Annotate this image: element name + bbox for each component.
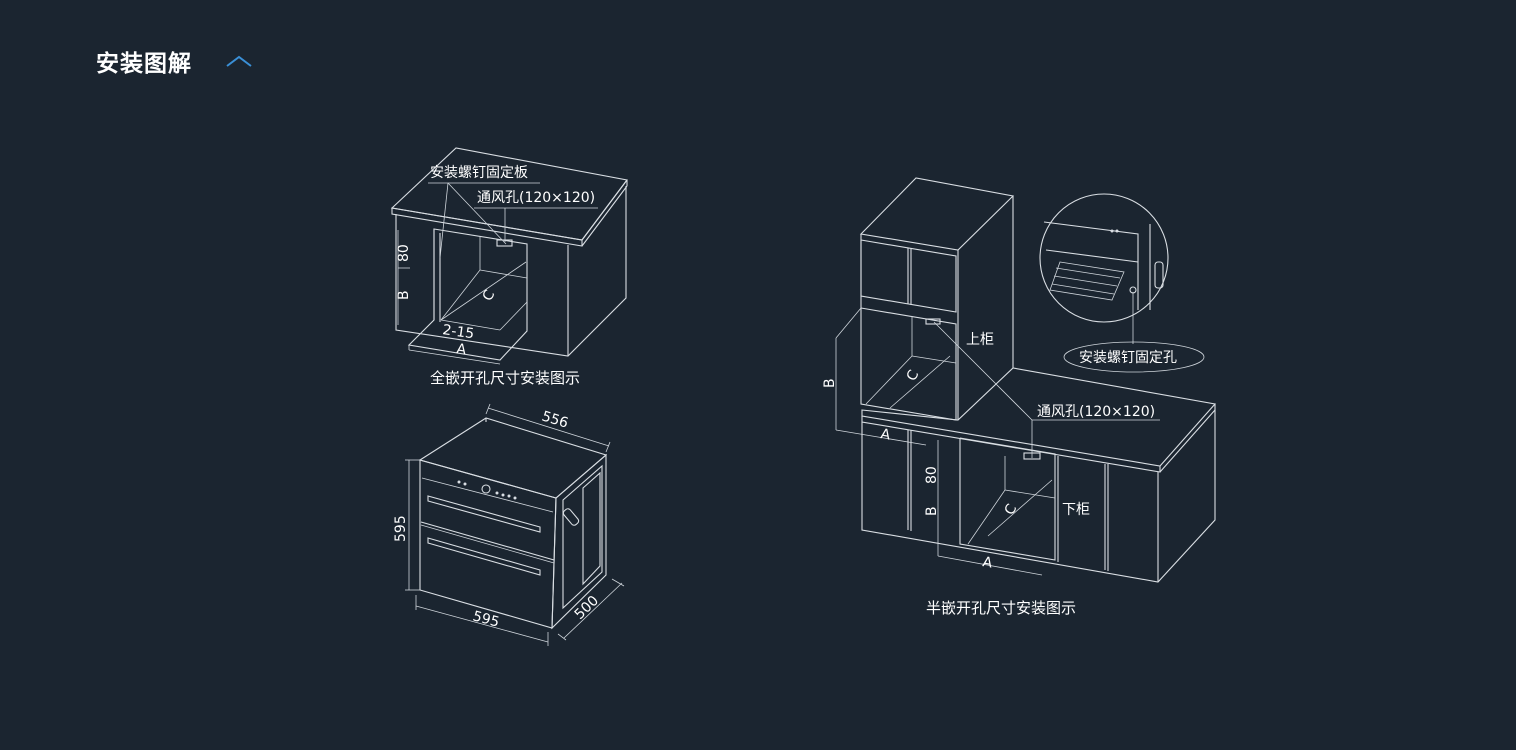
- dim-80-half: 80: [924, 466, 940, 484]
- chevron-up-icon: [226, 55, 252, 67]
- dim-gap: 2-15: [441, 322, 475, 342]
- label-screw-plate: 安装螺钉固定板: [430, 165, 528, 181]
- dim-a: A: [455, 341, 467, 358]
- label-vent-hole: 通风孔(120×120): [477, 190, 595, 206]
- collapse-toggle-button[interactable]: [224, 51, 254, 71]
- section-header: 安装图解: [96, 44, 254, 78]
- page-title: 安装图解: [96, 51, 192, 77]
- dim-a-lower: A: [981, 554, 994, 571]
- dim-width-top: 556: [540, 409, 570, 432]
- dim-b-upper: B: [822, 378, 838, 388]
- dim-c: C: [480, 287, 499, 304]
- dim-b-lower: B: [924, 506, 940, 516]
- dim-height: 595: [393, 515, 409, 542]
- label-lower-cabinet: 下柜: [1062, 502, 1090, 518]
- sterilizer-unit-drawing: [405, 403, 625, 646]
- full-embed-cabinet-drawing: [390, 147, 628, 365]
- label-screw-hole: 安装螺钉固定孔: [1079, 350, 1177, 366]
- caption-full-embed: 全嵌开孔尺寸安装图示: [430, 369, 580, 387]
- dim-c-lower: C: [1002, 501, 1021, 518]
- dim-depth: 500: [572, 593, 602, 623]
- caption-half-embed: 半嵌开孔尺寸安装图示: [926, 599, 1076, 617]
- dim-b: B: [396, 290, 412, 300]
- dim-c-upper: C: [904, 367, 923, 384]
- label-upper-cabinet: 上柜: [966, 332, 994, 348]
- dim-a-upper: A: [879, 426, 892, 443]
- dim-width-bottom: 595: [471, 608, 501, 630]
- label-vent-hole-half: 通风孔(120×120): [1037, 404, 1155, 420]
- dim-80: 80: [396, 244, 412, 262]
- half-embed-cabinet-drawing: [835, 177, 1217, 583]
